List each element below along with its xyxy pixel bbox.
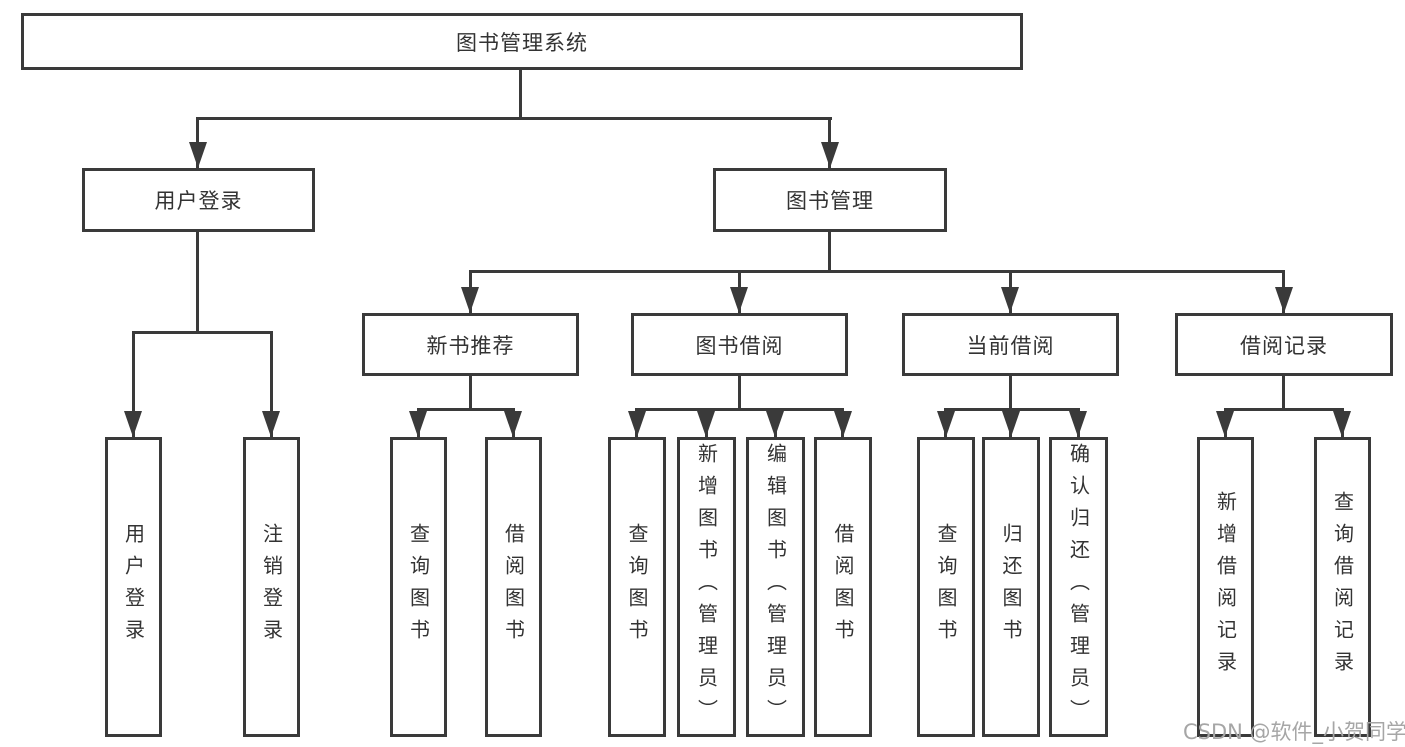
- arrowhead-down-icon: [628, 411, 646, 437]
- leaf-return-books: 归还图书: [982, 437, 1040, 737]
- leaf-user-login: 用户登录: [105, 437, 162, 737]
- arrowhead-down-icon: [821, 142, 839, 168]
- connector-current-stub: [1009, 376, 1012, 411]
- node-book-borrow: 图书借阅: [631, 313, 848, 376]
- arrowhead-down-icon: [1001, 287, 1019, 313]
- connector-to-leaf-logout: [270, 331, 273, 437]
- arrowhead-down-icon: [1275, 287, 1293, 313]
- csdn-watermark: CSDN @软件_小贺同学: [1183, 720, 1405, 744]
- leaf-query-books-recommend: 查询图书: [390, 437, 447, 737]
- arrowhead-down-icon: [937, 411, 955, 437]
- arrowhead-down-icon: [697, 411, 715, 437]
- node-user-login: 用户登录: [82, 168, 315, 232]
- connector-mgmt-rail: [469, 270, 1285, 273]
- node-borrow-records: 借阅记录: [1175, 313, 1393, 376]
- connector-login-rail: [132, 331, 273, 334]
- arrowhead-down-icon: [1069, 411, 1087, 437]
- leaf-query-books-current: 查询图书: [917, 437, 975, 737]
- arrowhead-down-icon: [766, 411, 784, 437]
- connector-root-stub: [519, 70, 522, 119]
- connector-mgmt-stub: [828, 232, 831, 273]
- arrowhead-down-icon: [262, 411, 280, 437]
- connector-to-leaf-user-login: [132, 331, 135, 437]
- connector-root-rail: [196, 117, 832, 120]
- connector-borrow-rail: [635, 408, 844, 411]
- node-current-borrow: 当前借阅: [902, 313, 1119, 376]
- arrowhead-down-icon: [1216, 411, 1234, 437]
- leaf-borrow-books-recommend: 借阅图书: [485, 437, 542, 737]
- node-library-system: 图书管理系统: [21, 13, 1023, 70]
- leaf-confirm-return-admin: 确认归还（管理员）: [1049, 437, 1108, 737]
- connector-newbook-rail: [417, 408, 515, 411]
- leaf-add-borrow-record: 新增借阅记录: [1197, 437, 1254, 737]
- leaf-borrow-books: 借阅图书: [814, 437, 872, 737]
- connector-borrow-stub: [738, 376, 741, 411]
- leaf-edit-books-admin: 编辑图书（管理员）: [746, 437, 805, 737]
- arrowhead-down-icon: [504, 411, 522, 437]
- arrowhead-down-icon: [189, 142, 207, 168]
- arrowhead-down-icon: [461, 287, 479, 313]
- leaf-query-books-borrow: 查询图书: [608, 437, 666, 737]
- connector-newbook-stub: [469, 376, 472, 411]
- leaf-add-books-admin: 新增图书（管理员）: [677, 437, 736, 737]
- leaf-query-borrow-record: 查询借阅记录: [1314, 437, 1371, 737]
- arrowhead-down-icon: [1333, 411, 1351, 437]
- connector-records-stub: [1282, 376, 1285, 411]
- node-book-management: 图书管理: [713, 168, 947, 232]
- arrowhead-down-icon: [834, 411, 852, 437]
- arrowhead-down-icon: [124, 411, 142, 437]
- arrowhead-down-icon: [1002, 411, 1020, 437]
- connector-login-stub: [196, 232, 199, 334]
- leaf-logout: 注销登录: [243, 437, 300, 737]
- arrowhead-down-icon: [409, 411, 427, 437]
- node-new-book-recommend: 新书推荐: [362, 313, 579, 376]
- connector-records-rail: [1224, 408, 1344, 411]
- arrowhead-down-icon: [730, 287, 748, 313]
- connector-current-rail: [944, 408, 1080, 411]
